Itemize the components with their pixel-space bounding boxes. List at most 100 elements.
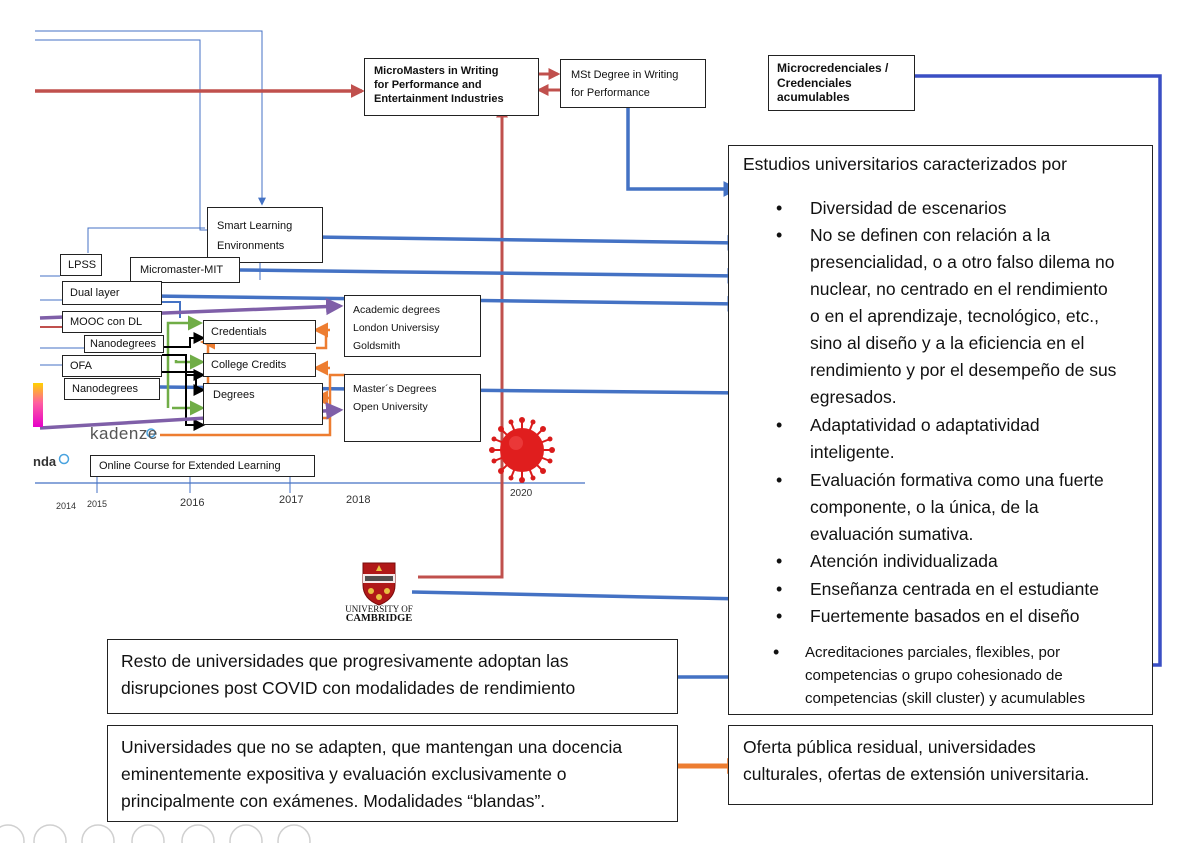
bullet-7-line-1: competencias o grupo cohesionado de bbox=[805, 667, 1063, 684]
nda-logo-mark bbox=[58, 453, 70, 465]
bullet-ensenanza: Enseñanza centrada en el estudiante bbox=[776, 576, 1099, 603]
bullet-diversidad: Diversidad de escenarios bbox=[776, 195, 1007, 222]
mst-degree-line-2: for Performance bbox=[571, 87, 650, 99]
bullet-7-line-0: Acreditaciones parciales, flexibles, por bbox=[805, 644, 1061, 661]
smart-learning-box: Smart Learning Environments bbox=[207, 207, 323, 263]
year-2014: 2014 bbox=[56, 501, 77, 511]
studies-heading: Estudios universitarios caracterizados p… bbox=[743, 154, 1067, 174]
covid-virus-icon bbox=[489, 417, 555, 483]
dual-layer-label: Dual layer bbox=[70, 287, 120, 299]
bullet-no-se-definen: No se definen con relación a la presenci… bbox=[776, 222, 1117, 411]
micromaster-mit-label: Micromaster-MIT bbox=[140, 264, 224, 276]
kadenze-logo: kadenze bbox=[90, 424, 158, 444]
bullet-atencion: Atención individualizada bbox=[776, 548, 998, 575]
nanodegrees-box-2: Nanodegrees bbox=[64, 378, 160, 400]
micromaster-mit-box: Micromaster-MIT bbox=[130, 257, 240, 283]
micromasters-box: MicroMasters in Writing for Performance … bbox=[364, 58, 539, 116]
micromasters-line-2: for Performance and bbox=[374, 79, 482, 91]
degrees-box: Degrees bbox=[203, 383, 323, 425]
masters-degrees-box: Master´s Degrees Open University bbox=[344, 374, 481, 442]
no-adapten-line-2: eminentemente expositiva y evaluación ex… bbox=[121, 764, 567, 784]
year-2020: 2020 bbox=[510, 488, 533, 499]
cambridge-wordmark: UNIVERSITY OF CAMBRIDGE bbox=[340, 604, 418, 624]
bullet-disenio: Fuertemente basados en el diseño bbox=[776, 603, 1080, 630]
resto-line-2: disrupciones post COVID con modalidades … bbox=[121, 678, 576, 698]
resto-universidades-box: Resto de universidades que progresivamen… bbox=[107, 639, 678, 714]
bullet-acreditaciones: Acreditaciones parciales, flexibles, por… bbox=[773, 641, 1086, 710]
bullet-1-line-4: sino al diseño y a la eficiencia en el bbox=[810, 333, 1085, 353]
faint-toolbar-icons bbox=[0, 824, 311, 843]
credentials-box: Credentials bbox=[203, 320, 316, 344]
kadenze-label: kadenze bbox=[90, 424, 158, 443]
no-adapten-line-1: Universidades que no se adapten, que man… bbox=[121, 737, 623, 757]
cambridge-line-1: UNIVERSITY OF bbox=[345, 604, 413, 614]
masters-degrees-line-1: Master´s Degrees bbox=[353, 383, 437, 395]
nda-text: nda bbox=[33, 454, 57, 469]
lpss-box: LPSS bbox=[60, 254, 102, 276]
oferta-publica-box: Oferta pública residual, universidades c… bbox=[728, 725, 1153, 805]
mst-degree-box: MSt Degree in Writing for Performance bbox=[560, 59, 706, 108]
nanodegrees-label-1: Nanodegrees bbox=[90, 338, 157, 350]
gradient-bar bbox=[33, 383, 43, 427]
red-arrows bbox=[35, 68, 561, 579]
resto-line-1: Resto de universidades que progresivamen… bbox=[121, 651, 569, 671]
year-2017: 2017 bbox=[279, 494, 304, 506]
microcredenciales-line-2: Credenciales bbox=[777, 75, 852, 90]
black-arrows bbox=[162, 332, 206, 431]
smart-learning-line-1: Smart Learning bbox=[217, 220, 293, 232]
bullet-6-line-0: Fuertemente basados en el diseño bbox=[810, 606, 1080, 626]
masters-degrees-line-2: Open University bbox=[353, 401, 428, 413]
ofa-label: OFA bbox=[70, 360, 93, 372]
nanodegrees-label-2: Nanodegrees bbox=[72, 383, 139, 395]
microcredenciales-line-3: acumulables bbox=[777, 90, 850, 104]
mooc-con-dl-label: MOOC con DL bbox=[70, 316, 143, 328]
bullet-2-line-1: inteligente. bbox=[810, 442, 895, 462]
bullet-3-line-2: evaluación sumativa. bbox=[810, 524, 974, 544]
microcredenciales-line-1: Microcredenciales / bbox=[777, 61, 889, 75]
cambridge-crest-icon bbox=[362, 562, 396, 606]
academic-degrees-line-1: Academic degrees bbox=[353, 304, 440, 316]
micromasters-line-1: MicroMasters in Writing bbox=[374, 65, 499, 77]
cambridge-line-2: CAMBRIDGE bbox=[345, 613, 413, 624]
college-credits-box: College Credits bbox=[203, 353, 316, 377]
bullet-evaluacion: Evaluación formativa como una fuerte com… bbox=[776, 467, 1104, 548]
bullet-2-line-0: Adaptatividad o adaptatividad bbox=[810, 415, 1040, 435]
bullet-1-line-0: No se definen con relación a la bbox=[810, 225, 1051, 245]
lpss-label: LPSS bbox=[68, 259, 97, 271]
micromasters-line-3: Entertainment Industries bbox=[374, 93, 504, 105]
college-credits-label: College Credits bbox=[211, 359, 287, 371]
bullet-7-line-2: competencias (skill cluster) y acumulabl… bbox=[805, 690, 1086, 707]
nanodegrees-box-1: Nanodegrees bbox=[84, 335, 164, 353]
bullet-1-line-2: nuclear, no centrado en el rendimiento bbox=[810, 279, 1108, 299]
oferta-line-2: culturales, ofertas de extensión univers… bbox=[743, 764, 1090, 784]
degrees-label: Degrees bbox=[213, 389, 255, 401]
credentials-label: Credentials bbox=[211, 326, 267, 338]
no-adapten-line-3: principalmente con exámenes. Modalidades… bbox=[121, 791, 546, 811]
ofa-box: OFA bbox=[62, 355, 162, 377]
bullet-3-line-0: Evaluación formativa como una fuerte bbox=[810, 470, 1104, 490]
year-2015: 2015 bbox=[87, 499, 108, 509]
bullet-1-line-6: egresados. bbox=[810, 387, 897, 407]
mooc-con-dl-box: MOOC con DL bbox=[62, 311, 162, 333]
no-adapten-box: Universidades que no se adapten, que man… bbox=[107, 725, 678, 822]
microcredenciales-box: Microcredenciales / Credenciales acumula… bbox=[768, 55, 915, 111]
academic-degrees-line-2: London Universisy bbox=[353, 322, 440, 334]
bullet-0-line-0: Diversidad de escenarios bbox=[810, 198, 1007, 218]
bullet-3-line-1: componente, o la única, de la bbox=[810, 497, 1039, 517]
bullet-1-line-1: presencialidad, o a otro falso dilema no bbox=[810, 252, 1115, 272]
bullet-4-line-0: Atención individualizada bbox=[810, 551, 998, 571]
studies-box: Estudios universitarios caracterizados p… bbox=[728, 145, 1153, 715]
year-2018: 2018 bbox=[346, 494, 371, 506]
online-course-box: Online Course for Extended Learning bbox=[90, 455, 315, 477]
academic-degrees-line-3: Goldsmith bbox=[353, 340, 401, 352]
kadenze-logo-mark bbox=[146, 428, 156, 438]
dual-layer-box: Dual layer bbox=[62, 281, 162, 305]
year-2016: 2016 bbox=[180, 497, 205, 509]
bullet-5-line-0: Enseñanza centrada en el estudiante bbox=[810, 579, 1099, 599]
smart-learning-line-2: Environments bbox=[217, 240, 285, 252]
bullet-1-line-5: rendimiento y por el desempeño de sus bbox=[810, 360, 1117, 380]
mst-degree-line-1: MSt Degree in Writing bbox=[571, 69, 679, 81]
academic-degrees-box: Academic degrees London Universisy Golds… bbox=[344, 295, 481, 357]
online-course-label: Online Course for Extended Learning bbox=[99, 460, 281, 472]
